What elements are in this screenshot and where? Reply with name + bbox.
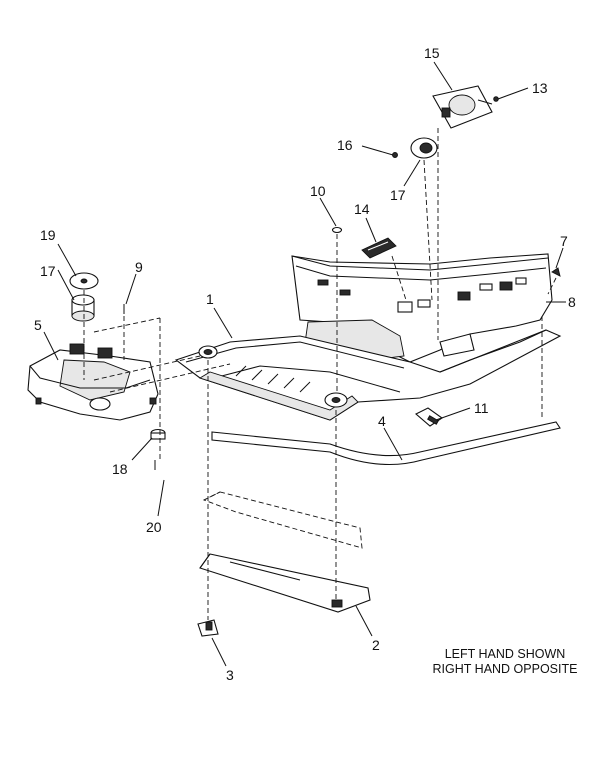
part-16-screw — [392, 152, 398, 158]
callout-9: 9 — [135, 259, 143, 275]
alignment-lines — [83, 128, 557, 620]
part-14-pad — [361, 237, 397, 259]
part-18-grommet — [150, 428, 166, 440]
callout-11: 11 — [474, 400, 489, 416]
part-2-floor-panel-upper — [202, 491, 363, 549]
orientation-note: LEFT HAND SHOWN RIGHT HAND OPPOSITE — [405, 647, 605, 677]
part-19-gasket — [69, 272, 99, 290]
part-13-screw — [493, 96, 499, 102]
part-10-clip — [331, 226, 343, 234]
part-2-floor-panel-lower — [199, 553, 371, 613]
callout-4: 4 — [378, 413, 386, 429]
callout-10: 10 — [310, 183, 326, 199]
callout-19: 19 — [40, 227, 56, 243]
callout-8: 8 — [568, 294, 576, 310]
callout-20: 20 — [146, 519, 162, 535]
part-1-trim-panel — [174, 253, 562, 421]
callout-5: 5 — [34, 317, 42, 333]
callout-17: 17 — [390, 187, 406, 203]
part-4-seal-strip — [211, 421, 561, 466]
callout-14: 14 — [354, 201, 370, 217]
callout-18: 18 — [112, 461, 128, 477]
callout-2: 2 — [372, 637, 380, 653]
leader-lines — [43, 61, 566, 667]
part-15-bracket — [432, 85, 493, 129]
part-7-clip — [551, 267, 561, 277]
callout-labels: 15 13 16 17 10 14 7 8 1 11 4 2 3 19 17 9… — [34, 45, 576, 683]
part-5-side-tray — [27, 343, 159, 421]
part-17-plug-left — [71, 294, 95, 322]
callout-13: 13 — [532, 80, 548, 96]
part-11-latch — [415, 407, 443, 427]
callout-1: 1 — [206, 291, 214, 307]
callout-15: 15 — [424, 45, 440, 61]
callout-3: 3 — [226, 667, 234, 683]
floor-ribs — [235, 365, 311, 393]
part-3-clip — [197, 619, 219, 637]
part-17-ring-upper — [410, 137, 438, 159]
callout-16: 16 — [337, 137, 353, 153]
callout-7: 7 — [560, 233, 568, 249]
callout-17: 17 — [40, 263, 56, 279]
note-line-2: RIGHT HAND OPPOSITE — [432, 662, 578, 676]
note-line-1: LEFT HAND SHOWN — [444, 647, 566, 661]
